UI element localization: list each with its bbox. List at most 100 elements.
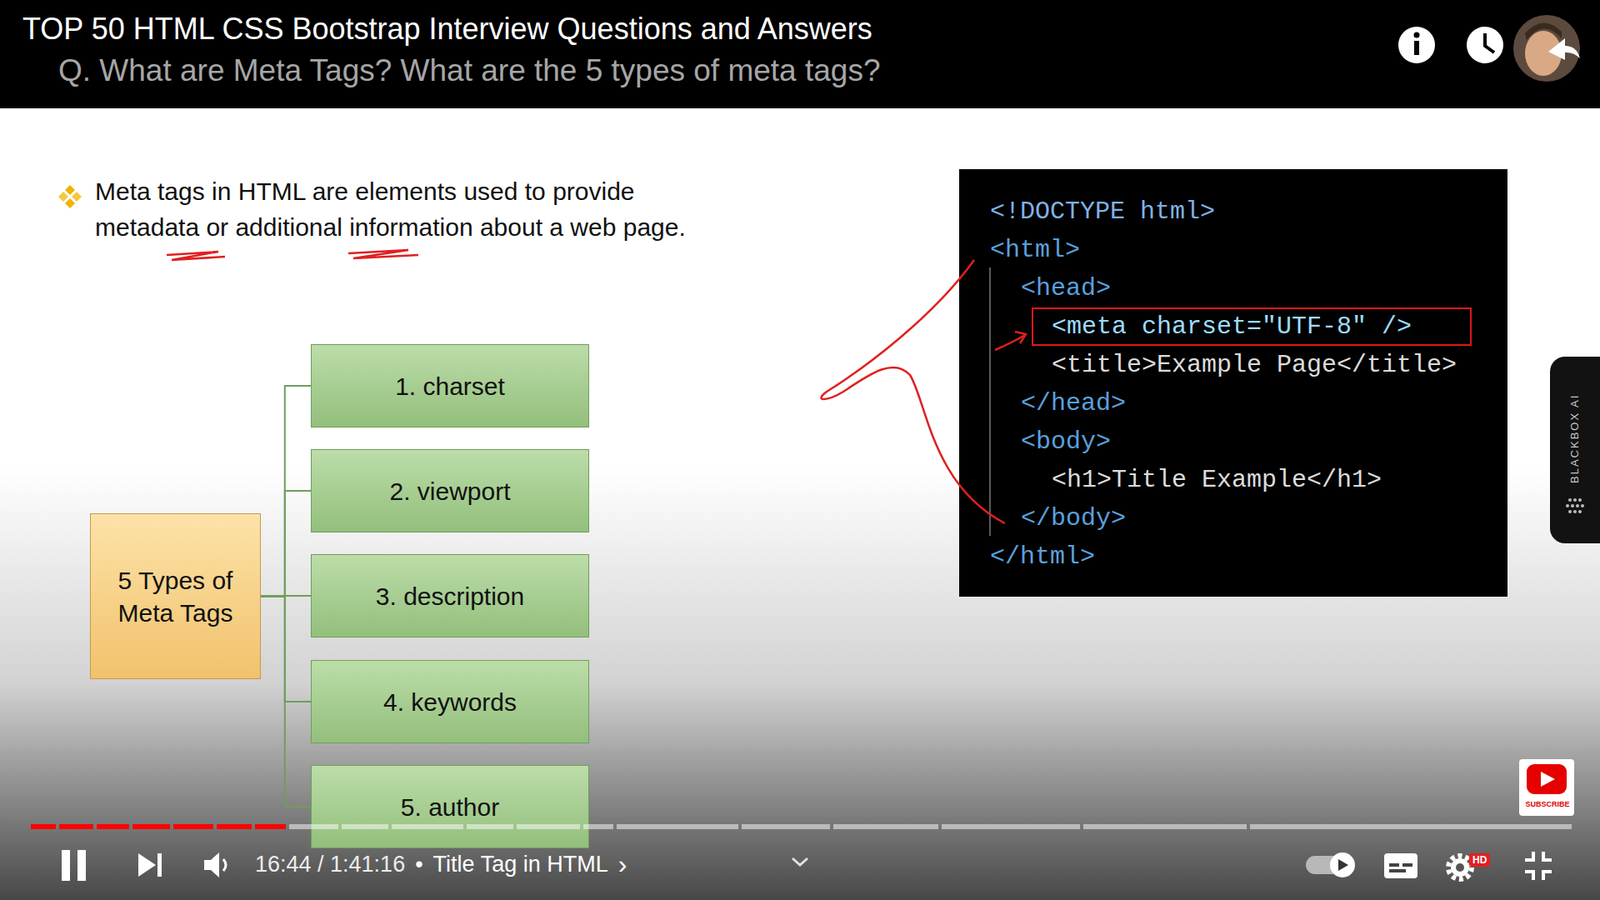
panel-dot	[1570, 504, 1575, 508]
type-box: 5. author	[310, 765, 590, 849]
progress-segment	[583, 824, 614, 830]
pen-underline	[348, 250, 419, 259]
info-icon-dot	[1414, 32, 1420, 39]
sidebar-label: BLACKBOX AI	[1568, 394, 1581, 484]
clock-icon	[1466, 26, 1504, 64]
video-title: TOP 50 HTML CSS Bootstrap Interview Ques…	[22, 11, 873, 47]
autoplay-play	[1338, 859, 1349, 871]
progress-segment	[173, 824, 214, 830]
panel-dot	[1568, 498, 1572, 502]
progress-segment	[30, 824, 56, 830]
code-line: </html>	[990, 537, 1095, 576]
chapter-row: 16:44 / 1:41:16•Title Tag in HTML›	[255, 849, 627, 880]
avatar	[1513, 15, 1580, 82]
hd-badge: HD	[1469, 853, 1490, 867]
type-label: 1. charset	[395, 370, 505, 403]
subscribe-text: SUBSCRIBE	[1521, 800, 1574, 809]
code-line: <html>	[990, 230, 1080, 270]
info-icon	[1398, 26, 1435, 64]
bullet-icon	[65, 198, 75, 209]
progress-segment	[216, 824, 252, 830]
progress-segment	[96, 824, 130, 830]
subscribe-logo	[1526, 764, 1567, 795]
indent-guide	[989, 267, 991, 536]
panel-dot	[1580, 504, 1585, 508]
type-box: 3. description	[310, 554, 590, 638]
panel-dot	[1578, 498, 1582, 502]
progress-segment	[391, 824, 464, 830]
time-display: 16:44 / 1:41:16	[255, 851, 405, 878]
type-label: 5. author	[400, 790, 500, 824]
clock-hands	[1485, 33, 1495, 53]
panel-dot	[1573, 498, 1577, 502]
category-label: 5 Types of Meta Tags	[101, 564, 250, 630]
code-line: <!DOCTYPE html>	[990, 192, 1215, 231]
side-panel	[1550, 356, 1600, 544]
panel-dot	[1573, 510, 1577, 514]
avatar-hair	[1525, 22, 1562, 40]
bullet-icon	[58, 191, 69, 202]
code-line: <title>Example Page</title>	[1051, 345, 1457, 385]
category-box: 5 Types of Meta Tags	[90, 513, 261, 680]
subscribe-ground	[1519, 759, 1575, 816]
code-line: </body>	[1020, 499, 1126, 538]
captions-icon	[1384, 853, 1418, 879]
chapter-arrow: ›	[618, 849, 628, 880]
slide-heading: Q. What are Meta Tags? What are the 5 ty…	[58, 53, 880, 89]
progress-segment	[833, 824, 939, 830]
tree-connector	[260, 596, 311, 703]
panel-dot	[1565, 504, 1570, 508]
top-bar	[0, 0, 1600, 109]
code-panel-ground	[959, 169, 1508, 597]
tree-connector	[260, 490, 311, 597]
progress-segment	[255, 824, 286, 830]
progress-segment	[132, 824, 170, 830]
type-label: 2. viewport	[389, 475, 510, 508]
volume-icon	[204, 852, 220, 878]
pen-arrow-head	[1015, 331, 1026, 344]
bullet-icon	[71, 191, 82, 202]
captions-line	[1389, 869, 1406, 873]
settings-gear	[1450, 858, 1470, 877]
info-icon-stem	[1414, 40, 1420, 55]
share-arrow	[1548, 38, 1580, 60]
type-label: 4. keywords	[383, 685, 517, 719]
progress-segment	[1250, 824, 1572, 830]
type-box: 1. charset	[310, 344, 590, 428]
progress-segment	[466, 824, 514, 830]
tree-connector	[260, 596, 311, 808]
progress-segment	[616, 824, 739, 830]
code-line: <meta charset="UTF-8" />	[1031, 307, 1472, 346]
code-line: </head>	[1020, 384, 1126, 423]
chevron-icon	[792, 858, 808, 865]
settings-gear-hole	[1455, 863, 1465, 872]
progress-segment	[516, 824, 580, 830]
subscribe-play	[1540, 771, 1555, 787]
code-line: <head>	[1020, 269, 1111, 308]
panel-dot	[1568, 510, 1572, 514]
chapter-dot: •	[415, 851, 423, 878]
type-box: 2. viewport	[310, 449, 590, 533]
bullet-icon	[65, 185, 75, 195]
progress-segment	[941, 824, 1080, 830]
next-icon	[138, 853, 156, 877]
panel-dot	[1578, 510, 1582, 514]
bullet-text: Meta tags in HTML are elements used to p…	[95, 173, 729, 245]
autoplay-knob	[1330, 852, 1355, 878]
progress-segment	[289, 824, 339, 830]
tree-connector	[260, 385, 311, 597]
type-box: 4. keywords	[310, 660, 590, 744]
progress-segment	[341, 824, 389, 830]
pause-icon	[61, 850, 70, 881]
volume-wave	[223, 859, 226, 871]
captions-line	[1402, 863, 1413, 867]
fullscreen-exit-icon	[1525, 851, 1552, 880]
type-label: 3. description	[375, 580, 525, 613]
settings-gear	[1448, 855, 1472, 880]
panel-dot	[1575, 504, 1580, 508]
